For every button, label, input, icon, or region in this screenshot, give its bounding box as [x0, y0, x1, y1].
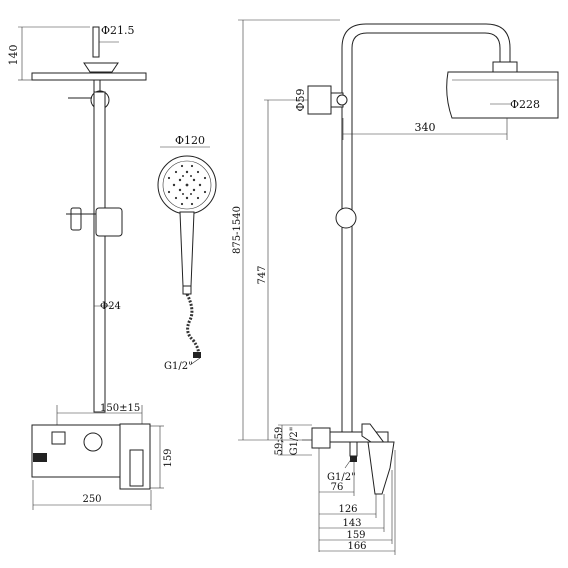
hose-thread-leader: [189, 357, 201, 366]
valve-handle-window: [129, 449, 144, 487]
pipe-diameter-label: Φ24: [100, 301, 121, 312]
depth-143-label: 143: [342, 518, 361, 529]
bottom-thread-label: G1/2": [327, 472, 356, 483]
slide-bracket-left: [70, 207, 82, 231]
depth-166-label: 166: [347, 541, 366, 552]
depth-159-label: 159: [346, 530, 365, 541]
slide-bracket: [95, 207, 123, 237]
mixer-height-label: 747: [257, 265, 268, 284]
center-distance-label: 150±15: [100, 403, 140, 414]
wall-flange: [311, 427, 331, 449]
head-width-label: Φ228: [510, 98, 540, 111]
hand-diameter-label: Φ120: [175, 134, 205, 147]
slide-holder: [335, 207, 357, 229]
left-inlet: [33, 453, 47, 462]
head-height-label: 140: [7, 45, 20, 66]
arm-reach-label: 340: [415, 121, 436, 134]
bottom-inlet: [349, 441, 358, 457]
overall-height-label: 875-1540: [232, 206, 243, 254]
head-arm-nut: [92, 26, 100, 58]
hand-shower-nut: [182, 285, 192, 295]
hand-shower-handle: [179, 211, 195, 287]
shower-hose: [185, 293, 200, 356]
mixer-body: [329, 431, 389, 443]
bracket-diameter-label: Φ59: [294, 88, 307, 111]
rain-head-disc: [31, 72, 147, 81]
hand-shower-ring: [162, 160, 212, 210]
spout: [367, 441, 395, 495]
valve-width-label: 250: [82, 494, 101, 505]
valve-height-label: 159: [163, 448, 174, 467]
head-nut: [492, 61, 518, 73]
gooseneck-outer: [341, 23, 511, 440]
bottom-thread-leader: [344, 457, 353, 469]
arm-diameter-label: Φ21.5: [101, 24, 135, 37]
inlet-offset-label: 59;59: [274, 427, 285, 456]
head-connector: [83, 62, 119, 73]
main-riser: [93, 91, 106, 413]
depth-126-label: 126: [338, 504, 357, 515]
wall-bracket: [307, 85, 332, 115]
spray-nozzles: [167, 164, 207, 206]
rain-head-side: [446, 71, 559, 119]
depth-76-label: 76: [331, 482, 344, 493]
hose-connector: [193, 352, 201, 358]
hose-thread-label: G1/2": [164, 361, 193, 372]
valve-left-cap: [51, 431, 66, 445]
side-view: [238, 19, 559, 555]
inlet-thread-label: G1/2": [289, 427, 300, 456]
valve-knob: [83, 432, 103, 452]
bottom-inlet-thread: [350, 456, 357, 462]
bracket-knob: [336, 94, 348, 106]
upper-joint: [93, 79, 101, 93]
hand-shower: [157, 146, 217, 366]
front-view: [18, 26, 164, 510]
gooseneck-inner: [351, 32, 501, 440]
